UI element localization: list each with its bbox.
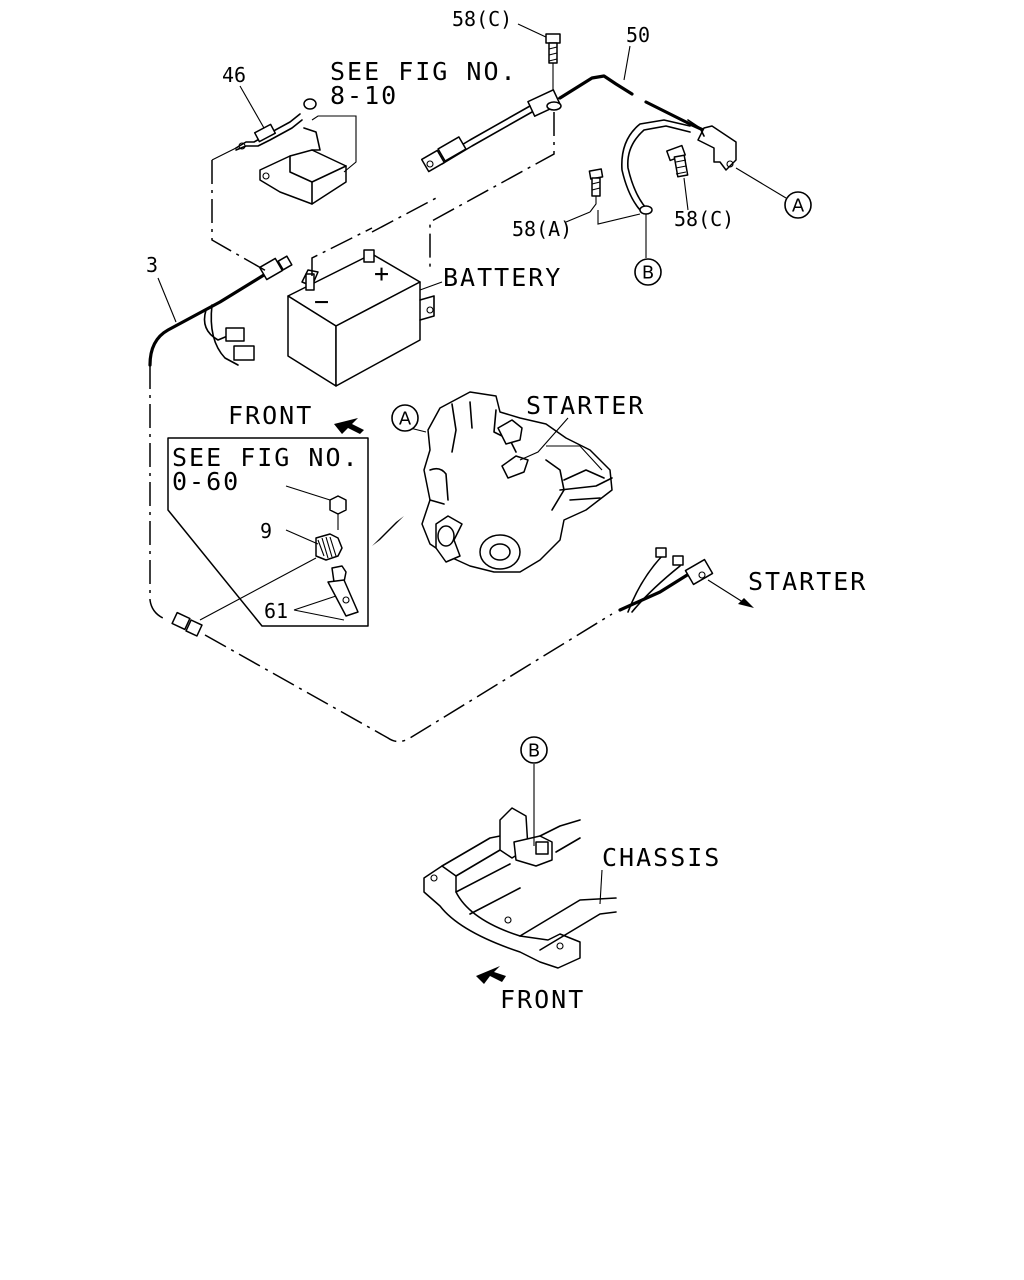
label-battery: BATTERY bbox=[443, 263, 562, 292]
label-see-fig-8-10-line2: 8-10 bbox=[330, 81, 398, 110]
label-part-61: 61 bbox=[264, 599, 288, 623]
part-9-terminal bbox=[285, 529, 343, 561]
cable-50 bbox=[371, 74, 787, 268]
part-61-bracket bbox=[293, 565, 359, 621]
bracket-fig-8-10 bbox=[259, 115, 357, 205]
label-starter-right: STARTER bbox=[748, 567, 867, 596]
starter-arrow bbox=[707, 579, 754, 608]
label-front-bottom: FRONT bbox=[500, 985, 585, 1014]
ref-circle-b-top: B bbox=[634, 258, 662, 286]
engine bbox=[409, 391, 613, 573]
chassis bbox=[423, 764, 617, 969]
label-chassis: CHASSIS bbox=[602, 843, 721, 872]
label-see-fig-8-10-line1: SEE FIG NO. bbox=[330, 57, 518, 86]
label-battery-minus: − bbox=[314, 287, 331, 316]
label-part-9: 9 bbox=[260, 519, 272, 543]
label-part-58a: 58(A) bbox=[512, 217, 572, 241]
front-arrow-top bbox=[334, 418, 364, 434]
svg-text:A: A bbox=[399, 409, 412, 430]
svg-text:A: A bbox=[792, 196, 805, 217]
svg-text:B: B bbox=[642, 263, 654, 284]
ground-cable bbox=[597, 119, 691, 258]
ref-circle-b-chassis: B bbox=[520, 736, 548, 764]
inline-connector bbox=[171, 611, 203, 637]
ref-circle-a-right: A bbox=[784, 191, 812, 219]
front-arrow-bottom bbox=[476, 966, 506, 984]
ref-circle-a-engine: A bbox=[391, 404, 419, 432]
label-part-46: 46 bbox=[222, 63, 246, 87]
svg-text:B: B bbox=[528, 741, 540, 762]
label-battery-plus: + bbox=[374, 259, 391, 288]
label-starter-engine: STARTER bbox=[526, 391, 645, 420]
bolt-58c-right bbox=[666, 144, 689, 211]
cable-46 bbox=[211, 98, 317, 273]
label-part-3: 3 bbox=[146, 253, 158, 277]
label-part-58c-right: 58(C) bbox=[674, 207, 734, 231]
label-see-fig-0-60-line1: SEE FIG NO. bbox=[172, 443, 360, 472]
battery bbox=[287, 227, 443, 387]
main-harness-cable bbox=[148, 255, 714, 743]
fig-0-60-detail bbox=[167, 437, 404, 627]
bolt-58a bbox=[588, 168, 604, 213]
label-see-fig-0-60-line2: 0-60 bbox=[172, 467, 240, 496]
label-part-58c-top: 58(C) bbox=[452, 7, 512, 31]
bolt-58c-top bbox=[517, 23, 561, 90]
label-front-top: FRONT bbox=[228, 401, 313, 430]
label-part-50: 50 bbox=[626, 23, 650, 47]
